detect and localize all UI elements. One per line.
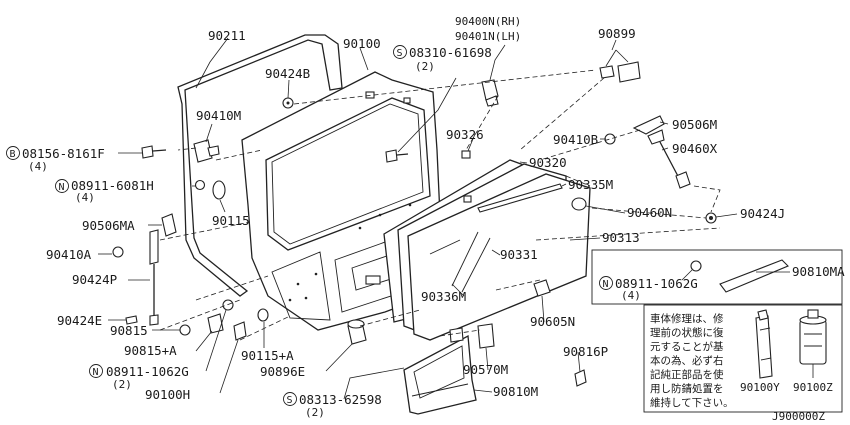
gas-stay-right <box>604 115 691 189</box>
label-08911-1062g-b-qty: (4) <box>621 289 641 302</box>
label-90401n: 90401N(LH) <box>455 30 521 43</box>
label-90326: 90326 <box>446 127 484 142</box>
label-90896e: 90896E <box>260 364 305 379</box>
label-90424j: 90424J <box>740 206 785 221</box>
nut-prefix-mark-3: N <box>603 279 609 290</box>
label-90816p: 90816P <box>563 344 608 359</box>
repair-note: 車体修理は、修 理前の状態に復 元することが基 本の為、必ず右 記純正部品を使 … <box>650 312 734 409</box>
nut-prefix-mark-1: N <box>59 182 65 193</box>
hinge-90400n <box>481 79 499 107</box>
label-08911-6081h: 08911-6081H <box>71 178 154 193</box>
lamp-90570m <box>449 323 495 349</box>
leader-lines <box>98 37 814 400</box>
part-labels: 90211 90100 90400N(RH) 90401N(LH) 90899 … <box>22 15 845 419</box>
label-90115: 90115 <box>212 213 250 228</box>
screw-08310 <box>385 149 409 163</box>
label-90424b: 90424B <box>265 66 310 81</box>
label-90410b: 90410B <box>553 132 598 147</box>
label-90410m: 90410M <box>196 108 241 123</box>
note-line: 理前の状態に復 <box>650 326 724 339</box>
plug-90815 <box>179 324 191 336</box>
note-line: 用し防錆処置を <box>650 382 724 395</box>
label-90335m: 90335M <box>568 177 613 192</box>
label-08310-qty: (2) <box>415 60 435 73</box>
label-90211: 90211 <box>208 28 246 43</box>
pads-90899 <box>599 61 641 83</box>
weatherstrip <box>177 34 343 297</box>
note-line: 記純正部品を使 <box>650 368 724 381</box>
label-08911-1062g-a-qty: (2) <box>112 378 132 391</box>
nut-prefix-mark-2: N <box>93 367 99 378</box>
nut-08911-1062g-a <box>222 299 234 311</box>
label-90815: 90815 <box>110 323 148 338</box>
dashed-reference-lines <box>159 69 721 341</box>
note-line: 本の為、必ず右 <box>650 354 724 367</box>
label-90460x: 90460X <box>672 141 718 156</box>
label-90899: 90899 <box>598 26 636 41</box>
screw-prefix-mark-1: S <box>397 48 403 59</box>
nut-08911-6081h <box>194 179 206 191</box>
hinge-90410m <box>193 139 220 163</box>
grommet-90115 <box>212 180 226 200</box>
bolt-prefix-mark: B <box>10 149 16 160</box>
plug-90460n <box>571 197 587 211</box>
label-90100: 90100 <box>343 36 381 51</box>
plug-90815a <box>207 313 224 334</box>
clip-90326 <box>461 150 471 159</box>
label-08156: 08156-8161F <box>22 146 105 161</box>
prefix-marks: B N N S S N <box>6 45 613 406</box>
grommet-90100h <box>233 321 247 341</box>
inset-note-box <box>643 304 843 413</box>
label-08310: 08310-61698 <box>409 45 492 60</box>
label-90336m: 90336M <box>421 289 466 304</box>
label-08156-qty: (4) <box>28 160 48 173</box>
note-line: 車体修理は、修 <box>650 312 724 325</box>
label-08313-qty: (2) <box>305 406 325 419</box>
inset-nut-molding <box>591 249 843 305</box>
label-90400n: 90400N(RH) <box>455 15 521 28</box>
grommet-90115a <box>257 308 269 322</box>
diagram-code: J900000Z <box>772 410 825 423</box>
label-90506ma: 90506MA <box>82 218 135 233</box>
label-08911-6081h-qty: (4) <box>75 191 95 204</box>
label-90320: 90320 <box>529 155 567 170</box>
label-90331: 90331 <box>500 247 538 262</box>
label-90815a: 90815+A <box>124 343 177 358</box>
label-90424e: 90424E <box>57 313 102 328</box>
label-90810m: 90810M <box>493 384 538 399</box>
label-90410a: 90410A <box>46 247 92 262</box>
label-90313: 90313 <box>602 230 640 245</box>
back-window-glass-stack <box>383 159 591 341</box>
label-08313: 08313-62598 <box>299 392 382 407</box>
label-90810ma: 90810MA <box>792 264 845 279</box>
bumper-90424e <box>125 315 138 325</box>
label-90100z: 90100Z <box>793 381 833 394</box>
label-90506m: 90506M <box>672 117 717 132</box>
screw-prefix-mark-2: S <box>287 395 293 406</box>
note-line: 元することが基 <box>650 340 724 353</box>
clip-90816p <box>574 369 587 387</box>
label-90115a: 90115+A <box>241 348 294 363</box>
label-90100y: 90100Y <box>740 381 780 394</box>
gas-stay-left <box>112 213 177 326</box>
socket-90896e <box>347 319 367 345</box>
label-90100h: 90100H <box>145 387 190 402</box>
note-line: 維持して下さい。 <box>650 396 734 409</box>
label-90605n: 90605N <box>530 314 575 329</box>
label-90424p: 90424P <box>72 272 117 287</box>
tube-90605n <box>533 279 551 297</box>
label-90570m: 90570M <box>463 362 508 377</box>
label-90460n: 90460N <box>627 205 672 220</box>
label-08911-1062g-a: 08911-1062G <box>106 364 189 379</box>
bolt-08156 <box>141 145 167 159</box>
label-08911-1062g-b: 08911-1062G <box>615 276 698 291</box>
license-finisher <box>403 334 477 415</box>
